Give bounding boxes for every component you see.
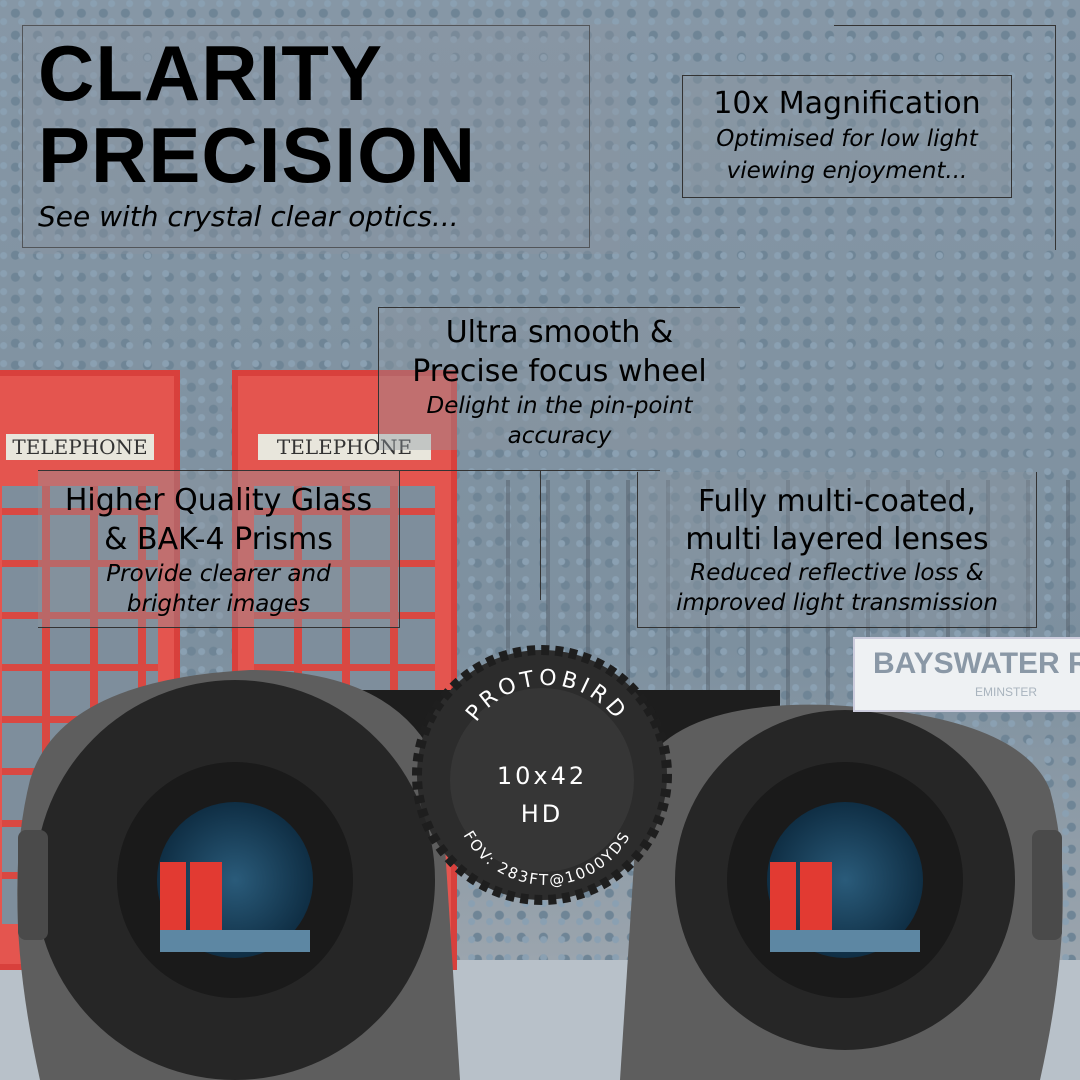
feature-desc: Optimised for low light: [716, 126, 978, 152]
feature-desc: improved light transmission: [676, 590, 998, 616]
feature-coated-lenses: Fully multi-coated, multi layered lenses…: [637, 472, 1037, 628]
phone-sign: TELEPHONE: [258, 434, 431, 460]
headline-frame: [22, 25, 590, 248]
street-sign: BAYSWATER ROA EMINSTER: [853, 637, 1080, 712]
feature-title: & BAK-4 Prisms: [104, 522, 333, 557]
grade-label: HD: [521, 800, 564, 828]
feature-title: multi layered lenses: [685, 522, 989, 557]
feature-desc: Provide clearer and: [106, 561, 331, 587]
phone-sign: TELEPHONE: [6, 434, 154, 460]
feature-focus-wheel: Ultra smooth & Precise focus wheel Delig…: [378, 307, 740, 450]
feature-title: Ultra smooth &: [445, 315, 674, 350]
feature-title: 10x Magnification: [713, 86, 981, 121]
feature-desc: Reduced reflective loss &: [690, 560, 984, 586]
street-sign-district: EMINSTER: [975, 685, 1038, 699]
feature-magnification: 10x Magnification Optimised for low ligh…: [682, 75, 1012, 198]
headline-line2: PRECISION: [38, 111, 477, 199]
feature-glass-prisms: Higher Quality Glass & BAK-4 Prisms Prov…: [38, 470, 400, 628]
street-sign-name: BAYSWATER ROA: [873, 647, 1080, 680]
feature-desc: accuracy: [507, 423, 612, 449]
headline-line1: CLARITY: [38, 29, 383, 117]
model-label: 10x42: [497, 762, 587, 790]
feature-desc: brighter images: [126, 591, 311, 617]
feature-title: Precise focus wheel: [412, 354, 707, 389]
feature-desc: Delight in the pin-point: [426, 393, 693, 419]
feature-title: Fully multi-coated,: [697, 484, 977, 519]
feature-title: Higher Quality Glass: [64, 483, 373, 518]
tagline: See with crystal clear optics...: [38, 200, 459, 233]
feature-desc: viewing enjoyment...: [726, 158, 968, 184]
